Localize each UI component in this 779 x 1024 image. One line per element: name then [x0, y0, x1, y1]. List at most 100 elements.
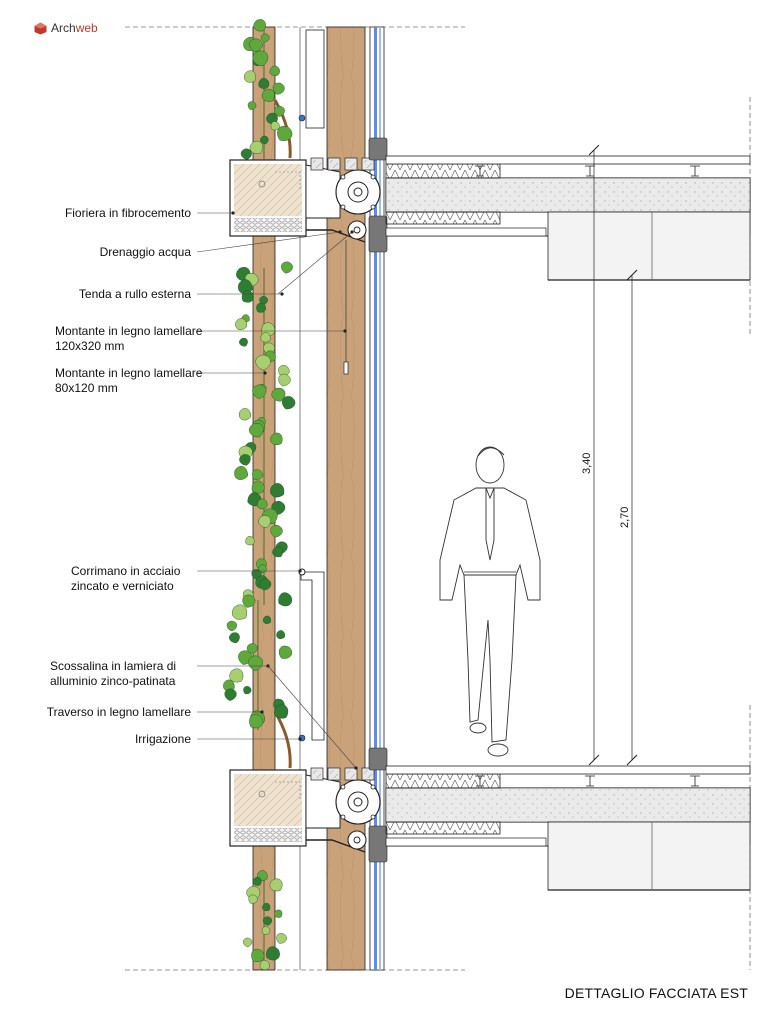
soffit-board: [385, 837, 547, 847]
ivy-leaf: [239, 454, 251, 466]
label-traverso: Traverso in legno lamellare: [46, 705, 191, 719]
ivy-leaf: [229, 632, 240, 643]
planter-drip-emitter: [258, 790, 266, 798]
label-leader-dot: [298, 569, 302, 573]
glass-gasket-top: [368, 747, 388, 771]
person-shoe-left: [469, 722, 487, 734]
ivy-leaf: [269, 878, 283, 892]
steel-node-bolt: [340, 204, 346, 210]
ivy-leaf: [272, 546, 283, 558]
ivy-leaf: [249, 422, 264, 438]
ivy-leaf: [274, 704, 289, 719]
drawing-title: DETTAGLIO FACCIATA EST: [564, 985, 748, 1001]
ivy-leaf: [242, 937, 253, 948]
transom-block-hatch: [330, 160, 338, 168]
dimension-tick: [588, 754, 600, 766]
ivy-leaf: [278, 373, 291, 387]
ceiling-void: [547, 211, 751, 281]
ivy-leaf: [260, 332, 271, 343]
climbing-plants: [223, 19, 296, 970]
floor-support-pedestal: [475, 165, 485, 177]
ivy-leaf: [278, 592, 292, 607]
steel-node-pin: [353, 187, 363, 197]
upper-rail-profile: [305, 29, 325, 129]
glass-gasket-bottom: [368, 825, 388, 863]
ivy-leaf: [224, 688, 237, 701]
handrail: [298, 29, 325, 741]
roller-blind-axle: [353, 226, 361, 234]
floor-slab-lower: [229, 747, 751, 891]
label-irrigazione: Irrigazione: [134, 732, 191, 746]
label-fioriera: Fioriera in fibrocemento: [64, 206, 191, 220]
ivy-leaf: [270, 525, 283, 538]
ivy-leaf: [249, 38, 263, 53]
soffit-board: [385, 227, 547, 237]
label-leader-dot: [263, 371, 267, 375]
label-leader-dot: [231, 211, 235, 215]
dimension-label-3-40: 3,40: [581, 453, 593, 474]
ivy-leaf: [243, 686, 252, 695]
ivy-leaf: [252, 877, 262, 886]
transom-block-hatch: [313, 770, 321, 778]
ivy-leaf: [256, 302, 267, 313]
ivy-leaf: [261, 88, 275, 102]
floor-support-pedestal: [585, 775, 595, 787]
handrail-profile: [300, 571, 325, 741]
ivy-leaf: [272, 82, 285, 95]
ivy-leaf: [242, 594, 256, 608]
person-shoe-right: [487, 743, 509, 757]
label-leader-line: [196, 231, 341, 253]
glass-pane-inner: [379, 27, 381, 970]
ivy-leaf: [259, 960, 270, 970]
ivy-leaf: [276, 630, 285, 639]
label-leader-dot: [354, 766, 358, 770]
steel-node-bolt: [340, 814, 346, 820]
ivy-leaf: [247, 101, 257, 110]
ivy-leaf: [251, 480, 265, 494]
ivy-leaf: [253, 19, 266, 32]
label-leader-dot: [338, 230, 342, 234]
concrete-slab-tint: [386, 178, 750, 212]
planter-drainage-gravel: [234, 218, 302, 232]
ivy-leaf: [257, 498, 268, 510]
ivy-leaf: [279, 645, 293, 659]
person-tie: [485, 487, 495, 561]
ivy-leaf: [262, 902, 271, 911]
dimension-tick: [588, 144, 600, 156]
slab-insulation-bottom: [385, 821, 501, 835]
ivy-leaf: [235, 318, 247, 331]
transom-block-hatch: [330, 770, 338, 778]
ivy-leaf: [255, 354, 271, 371]
ivy-leaf: [276, 933, 287, 944]
transom-block-hatch: [347, 770, 355, 778]
ivy-leaf: [232, 604, 247, 620]
dimension-label-2-70: 2,70: [619, 507, 631, 528]
ivy-leaf: [270, 432, 283, 446]
transom-block-hatch: [364, 770, 372, 778]
steel-node-bolt: [340, 174, 346, 180]
floor-finish: [385, 765, 751, 775]
ivy-leaf: [271, 387, 286, 402]
concrete-slab-tint: [386, 788, 750, 822]
steel-node-bolt: [340, 784, 346, 790]
ivy-leaf: [249, 140, 263, 154]
ivy-leaf: [281, 261, 293, 274]
ivy-leaf: [241, 290, 254, 303]
ivy-leaf: [245, 536, 255, 546]
planter-drip-emitter: [258, 180, 266, 188]
planter-soil: [234, 774, 302, 826]
ivy-leaf: [266, 946, 280, 961]
steel-node-bolt: [370, 174, 376, 180]
floor-finish: [385, 155, 751, 165]
person-head: [475, 446, 505, 484]
label-drenaggio: Drenaggio acqua: [99, 245, 191, 259]
planter-inner-line: [275, 171, 301, 190]
label-leader-line: [267, 665, 357, 769]
ivy-leaf: [251, 948, 265, 962]
slab-insulation-bottom: [385, 211, 501, 225]
